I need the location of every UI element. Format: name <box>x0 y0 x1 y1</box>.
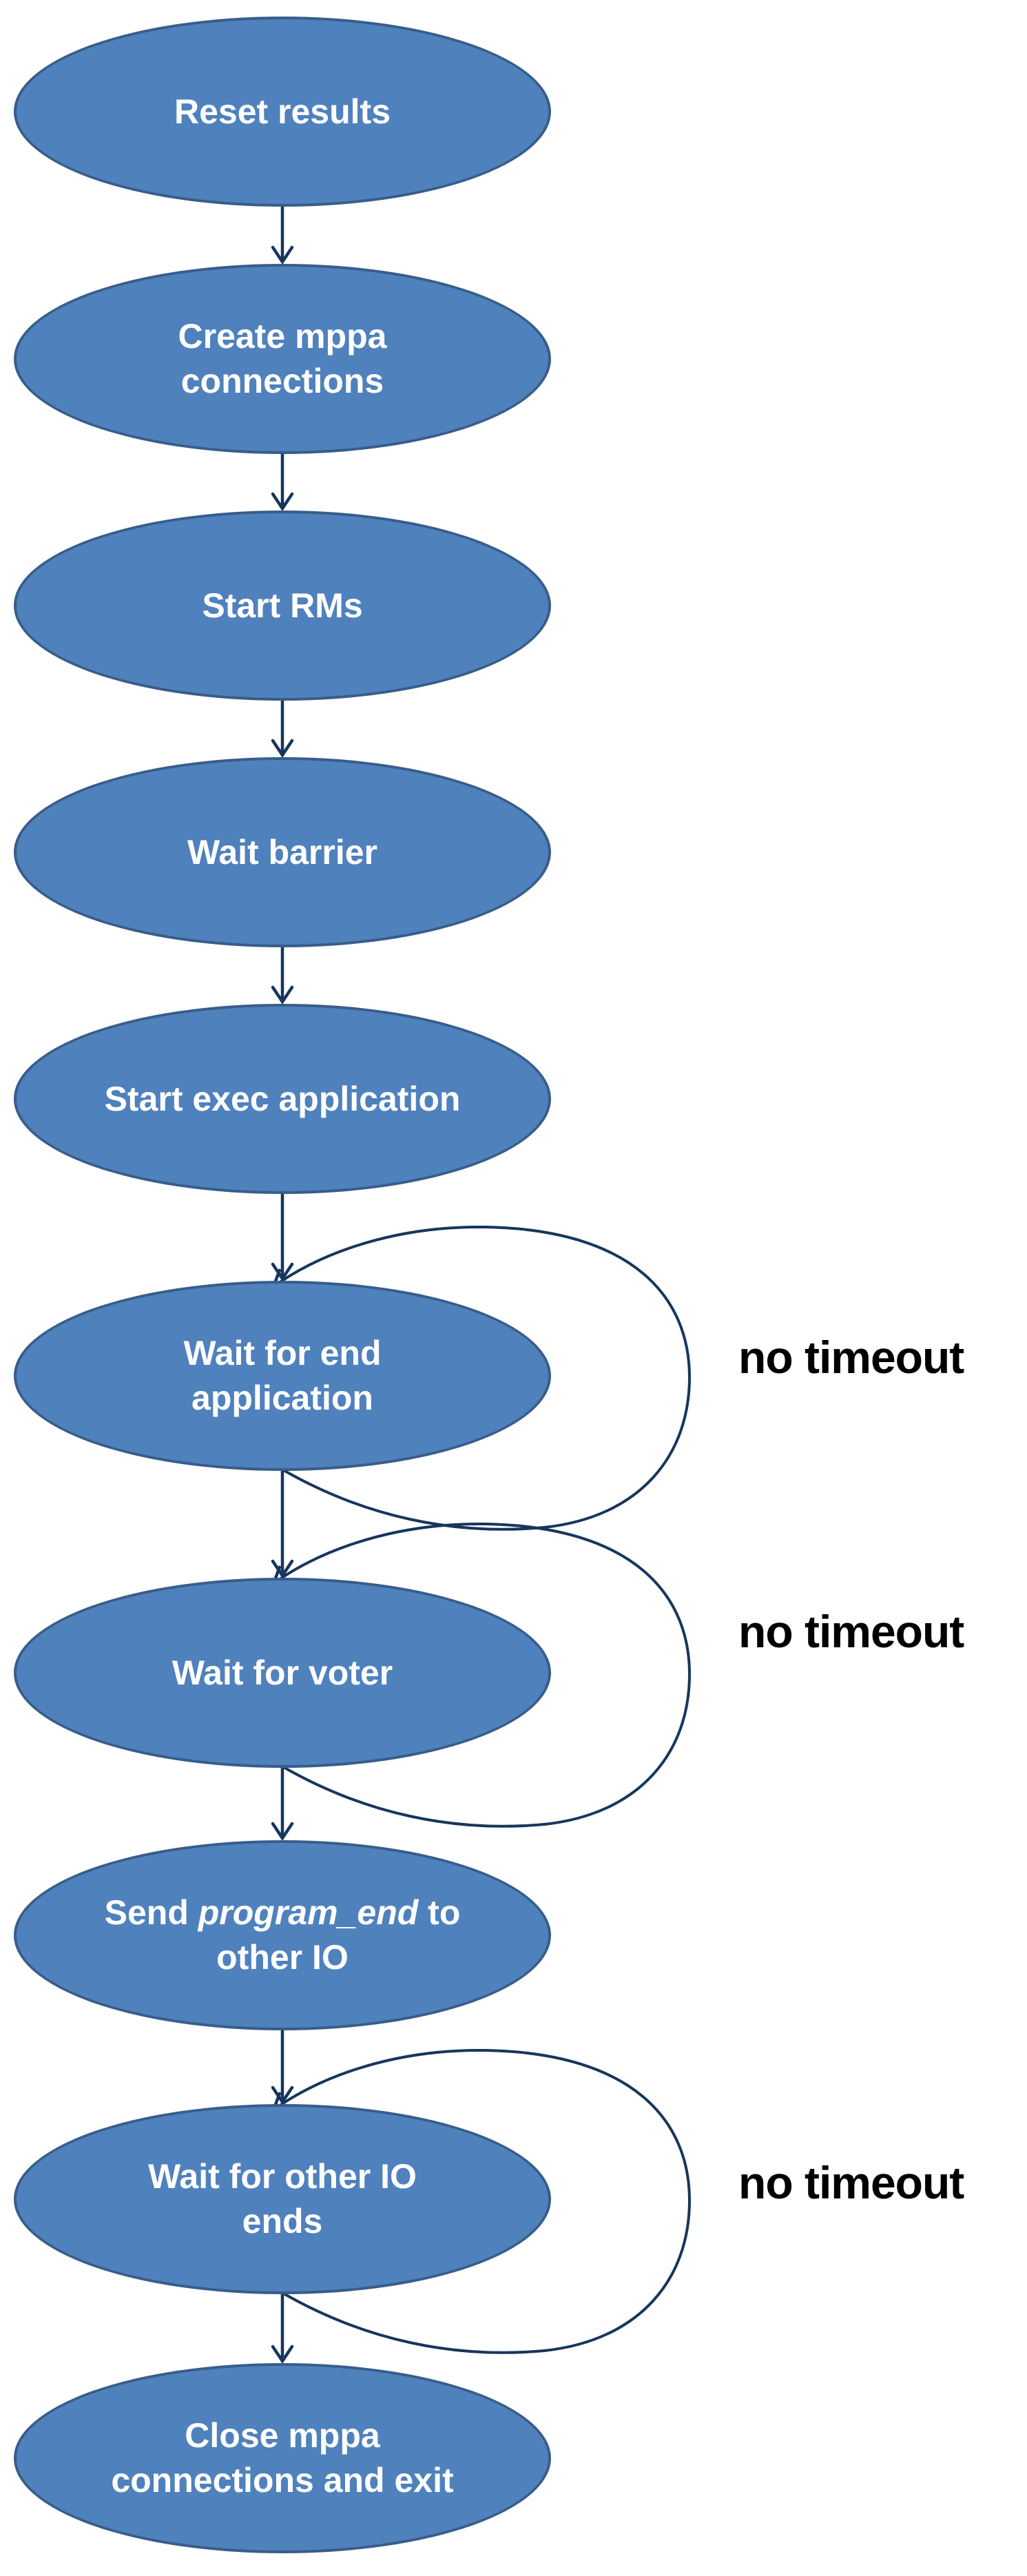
node-label: Start RMs <box>202 586 363 625</box>
node-label: Send program_end to other IO <box>90 1890 475 1980</box>
flowchart-node-start-rms: Start RMs <box>14 511 551 701</box>
flowchart-node-wait-barrier: Wait barrier <box>14 757 551 947</box>
flowchart-node-wait-for-end-application: Wait for end application <box>14 1281 551 1471</box>
node-label: Create mppa connections <box>178 317 387 400</box>
flowchart-node-reset-results: Reset results <box>14 17 551 207</box>
no-timeout-label-1: no timeout <box>738 1332 964 1383</box>
node-label: Wait for other IO ends <box>148 2157 417 2240</box>
flowchart-node-wait-for-voter: Wait for voter <box>14 1578 551 1768</box>
no-timeout-label-2: no timeout <box>738 1606 964 1657</box>
node-label-prefix: Send <box>104 1893 198 1932</box>
flowchart-node-send-program-end: Send program_end to other IO <box>14 1840 551 2030</box>
node-label: Wait barrier <box>187 832 377 872</box>
node-label: Reset results <box>174 92 391 131</box>
flowchart-node-start-exec-application: Start exec application <box>14 1004 551 1194</box>
node-label: Start exec application <box>104 1079 461 1118</box>
no-timeout-label-3: no timeout <box>738 2157 964 2208</box>
node-label: Wait for voter <box>172 1653 393 1692</box>
node-label: Wait for end application <box>183 1334 382 1417</box>
flowchart-node-close-mppa-connections: Close mppa connections and exit <box>14 2363 551 2553</box>
node-label-suffix: to other IO <box>216 1893 461 1977</box>
node-label: Close mppa connections and exit <box>111 2416 454 2500</box>
flowchart-node-wait-other-io-ends: Wait for other IO ends <box>14 2104 551 2294</box>
flowchart-node-create-mppa-connections: Create mppa connections <box>14 264 551 454</box>
node-label-emphasis: program_end <box>198 1893 419 1932</box>
